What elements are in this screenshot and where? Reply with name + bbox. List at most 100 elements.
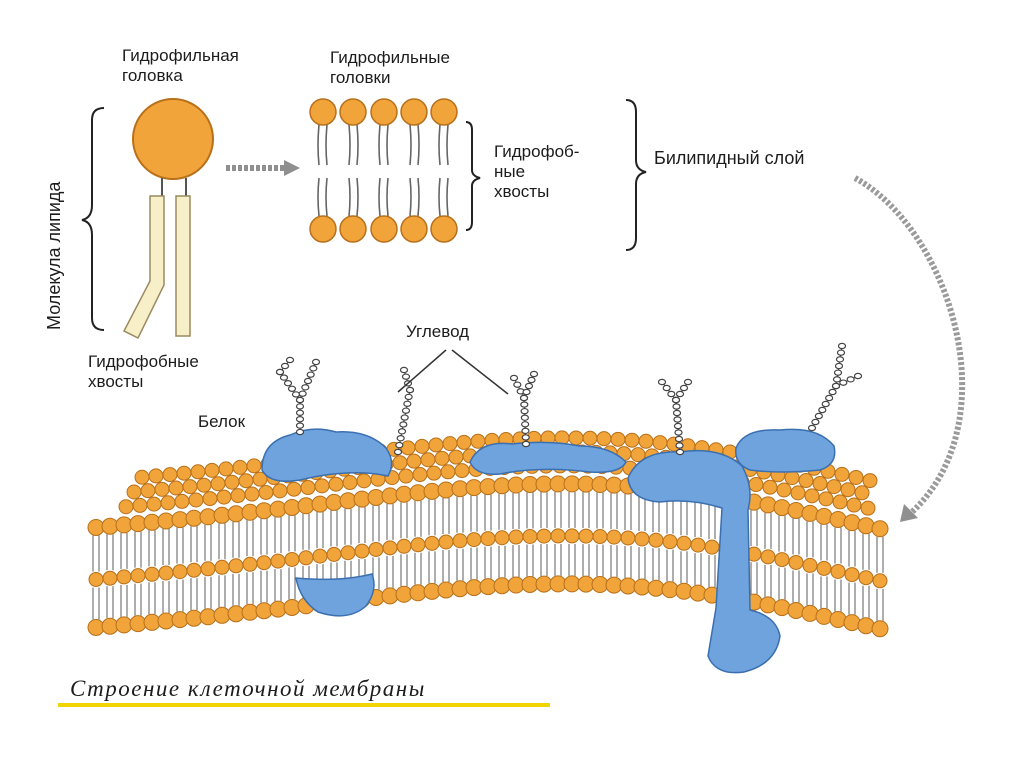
label-hydrophilic-heads: Гидрофильные головки xyxy=(330,48,450,88)
carb-bead xyxy=(287,385,297,392)
membrane-head xyxy=(638,433,654,449)
membrane-head xyxy=(356,473,372,489)
carb-chain xyxy=(675,381,689,401)
carb-bead xyxy=(521,421,530,428)
membrane-head xyxy=(326,546,342,562)
protein-left-lower xyxy=(295,573,375,617)
membrane-head xyxy=(871,520,889,538)
carb-chain xyxy=(397,389,411,453)
membrane-head xyxy=(406,453,422,469)
label-line: Гидрофильные xyxy=(330,48,450,67)
bilayer-tail xyxy=(446,177,449,217)
carb-bead xyxy=(672,409,682,417)
membrane-head xyxy=(172,564,188,580)
membrane-head xyxy=(298,550,314,566)
carb-bead xyxy=(306,371,315,378)
membrane-head xyxy=(185,509,203,527)
membrane-head xyxy=(140,483,156,499)
membrane-head xyxy=(174,493,190,509)
membrane-head xyxy=(224,474,240,490)
membrane-head xyxy=(762,479,778,495)
carb-bead xyxy=(673,422,683,430)
carb-bead xyxy=(396,435,405,442)
small-bilayer xyxy=(309,98,458,243)
membrane-head xyxy=(342,475,358,491)
membrane-head xyxy=(256,555,272,571)
membrane-head xyxy=(176,465,192,481)
membrane-head xyxy=(154,481,170,497)
membrane-head xyxy=(228,558,244,574)
protein-transmembrane xyxy=(627,449,781,674)
membrane-head xyxy=(423,582,441,600)
membrane-head xyxy=(171,611,189,629)
membrane-head xyxy=(283,498,301,516)
membrane-head xyxy=(423,482,441,500)
membrane-head xyxy=(354,543,370,559)
membrane-head xyxy=(862,473,878,489)
membrane-head xyxy=(690,537,706,553)
membrane-head xyxy=(661,581,679,599)
membrane-head xyxy=(199,508,217,526)
label-hydrophilic-head: Гидрофильная головка xyxy=(122,46,239,86)
membrane-head xyxy=(312,548,328,564)
membrane-head xyxy=(297,497,315,515)
bilayer-tail xyxy=(446,124,449,166)
membrane-head xyxy=(596,431,612,447)
membrane-head xyxy=(508,529,524,545)
membrane-head xyxy=(213,606,231,624)
membrane-head xyxy=(196,477,212,493)
label-line: Гидрофобные xyxy=(88,352,199,371)
membrane-head xyxy=(550,528,566,544)
carb-bead xyxy=(520,401,529,408)
membrane-head xyxy=(815,507,833,525)
carb-bead xyxy=(673,416,682,423)
membrane-head xyxy=(494,530,510,546)
carb-bead xyxy=(295,416,305,423)
carb-bead xyxy=(280,362,290,370)
membrane-head xyxy=(812,476,828,492)
carb-bead xyxy=(509,374,519,382)
carb-bead xyxy=(811,418,820,426)
membrane-head xyxy=(238,473,254,489)
bilayer-tail xyxy=(356,177,359,217)
membrane-head xyxy=(126,484,142,500)
carb-bead xyxy=(521,440,531,448)
bilayer-head xyxy=(309,98,337,126)
carb-bead xyxy=(520,407,529,415)
carb-bead xyxy=(519,394,529,402)
label-lipid-molecule: Молекула липида xyxy=(44,181,64,330)
membrane-head xyxy=(440,464,456,480)
membrane-head xyxy=(269,600,287,618)
membrane-head xyxy=(398,468,414,484)
membrane-head xyxy=(218,461,234,477)
membrane-head xyxy=(606,529,622,545)
carb-chain xyxy=(513,377,525,399)
membrane-head xyxy=(424,535,440,551)
membrane-head xyxy=(857,617,875,635)
carb-chain xyxy=(403,369,411,391)
carb-bead xyxy=(675,390,685,398)
membrane-head xyxy=(840,482,856,498)
membrane-head xyxy=(186,562,202,578)
carb-bead xyxy=(832,376,842,383)
bilayer-tail xyxy=(409,124,412,166)
carb-bead xyxy=(399,421,408,428)
membrane-head xyxy=(130,568,146,584)
membrane-head xyxy=(787,601,805,619)
membrane-head xyxy=(826,479,842,495)
carb-bead xyxy=(295,409,305,416)
membrane-head xyxy=(872,573,888,589)
membrane-head xyxy=(818,491,834,507)
membrane-head xyxy=(454,463,470,479)
membrane-head xyxy=(353,490,371,508)
membrane-head xyxy=(448,449,464,465)
membrane-head xyxy=(522,528,538,544)
membrane-head xyxy=(269,500,287,518)
membrane-head xyxy=(118,499,134,515)
bilayer-tail xyxy=(317,177,320,217)
membrane-head xyxy=(834,466,850,482)
arrow-molecule-to-bilayer xyxy=(226,160,300,176)
label-line: ные xyxy=(494,162,526,181)
membrane-head xyxy=(759,496,777,514)
